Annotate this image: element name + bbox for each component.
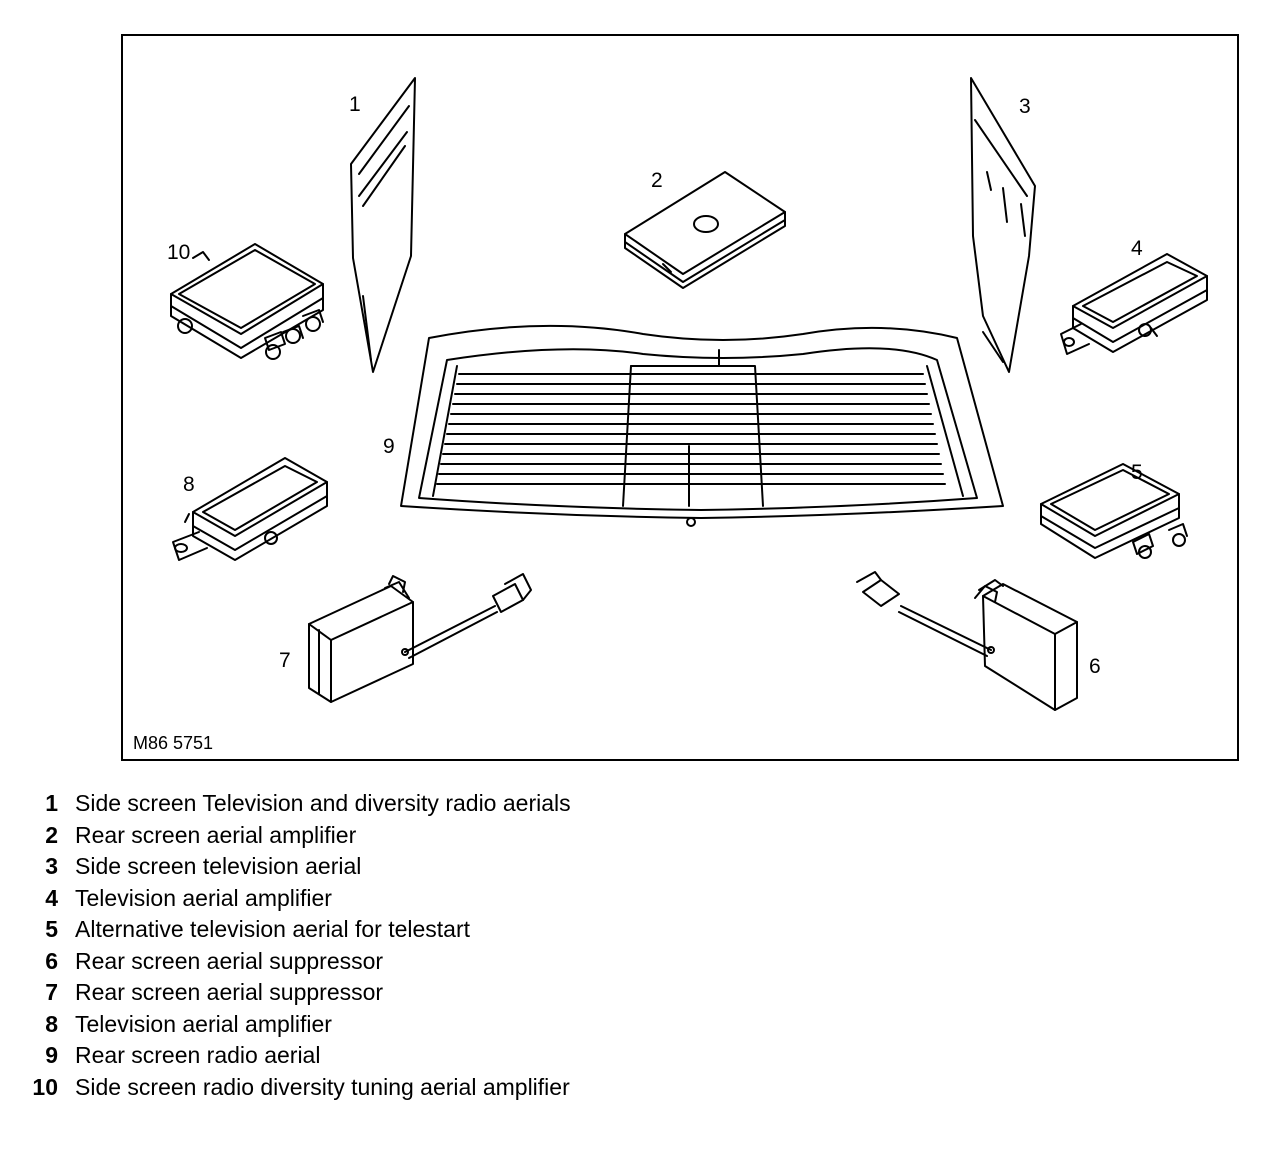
legend-item: 10 Side screen radio diversity tuning ae…: [28, 1072, 588, 1104]
callout-8: 8: [183, 473, 195, 496]
legend-number: 4: [45, 884, 58, 911]
suppressor-left: [308, 573, 532, 703]
side-screen-right-glass: [970, 77, 1036, 373]
legend-number: 9: [45, 1042, 58, 1068]
legend-number: 2: [45, 821, 58, 848]
rear-screen-glass: [400, 324, 1004, 527]
legend-text: Rear screen aerial suppressor: [75, 979, 384, 1005]
legend-item: 7 Rear screen aerial suppressor: [28, 977, 588, 1009]
side-screen-left-glass: [350, 77, 416, 373]
diversity-amplifier: [170, 243, 324, 360]
callout-10: 10: [167, 241, 191, 264]
suppressor-right: [856, 571, 1078, 711]
legend-text: Television aerial amplifier: [75, 884, 332, 911]
legend-number: 8: [45, 1010, 58, 1037]
legend-item: 3 Side screen television aerial: [28, 851, 588, 883]
callout-4: 4: [1131, 237, 1143, 260]
legend-item: 1 Side screen Television and diversity r…: [28, 788, 588, 820]
legend-number: 10: [32, 1073, 58, 1100]
callout-1: 1: [349, 93, 361, 116]
telestart-aerial: [1040, 463, 1188, 559]
legend-item: 2 Rear screen aerial amplifier: [28, 820, 588, 852]
legend-number: 1: [45, 790, 58, 816]
legend-item: 6 Rear screen aerial suppressor: [28, 946, 588, 978]
heater-lines: [436, 373, 946, 485]
diagram-drawing: [170, 77, 1208, 711]
legend-text: Rear screen radio aerial: [75, 1042, 321, 1068]
legend-text: Alternative television aerial for telest…: [75, 916, 471, 942]
legend-text: Television aerial amplifier: [75, 1010, 332, 1037]
callout-9: 9: [383, 435, 395, 458]
callout-7: 7: [279, 649, 291, 672]
legend-text: Rear screen aerial amplifier: [75, 821, 357, 848]
legend-number: 6: [45, 947, 58, 974]
legend-item: 4 Television aerial amplifier: [28, 883, 588, 915]
legend-text: Rear screen aerial suppressor: [75, 947, 384, 974]
callout-6: 6: [1089, 655, 1101, 678]
rear-screen-amplifier: [624, 171, 786, 289]
legend-text: Side screen Television and diversity rad…: [75, 790, 571, 816]
legend-number: 5: [45, 916, 58, 942]
legend-item: 5 Alternative television aerial for tele…: [28, 914, 588, 946]
figure-id-label: M86 5751: [133, 733, 214, 753]
legend-item: 8 Television aerial amplifier: [28, 1009, 588, 1041]
diagram-figure: 1 2 3 4 5 6 7 8 9 10 M86 5751: [121, 34, 1239, 761]
callout-3: 3: [1019, 95, 1031, 118]
legend-list: 1 Side screen Television and diversity r…: [28, 788, 588, 1103]
tv-amplifier-left: [172, 457, 328, 561]
legend-text: Side screen television aerial: [75, 853, 362, 879]
legend-item: 9 Rear screen radio aerial: [28, 1040, 588, 1072]
callout-2: 2: [651, 169, 663, 192]
tv-amplifier-right: [1060, 253, 1208, 355]
legend-number: 7: [45, 979, 58, 1005]
callout-5: 5: [1131, 461, 1143, 484]
legend-number: 3: [45, 853, 58, 879]
legend-text: Side screen radio diversity tuning aeria…: [75, 1073, 570, 1100]
